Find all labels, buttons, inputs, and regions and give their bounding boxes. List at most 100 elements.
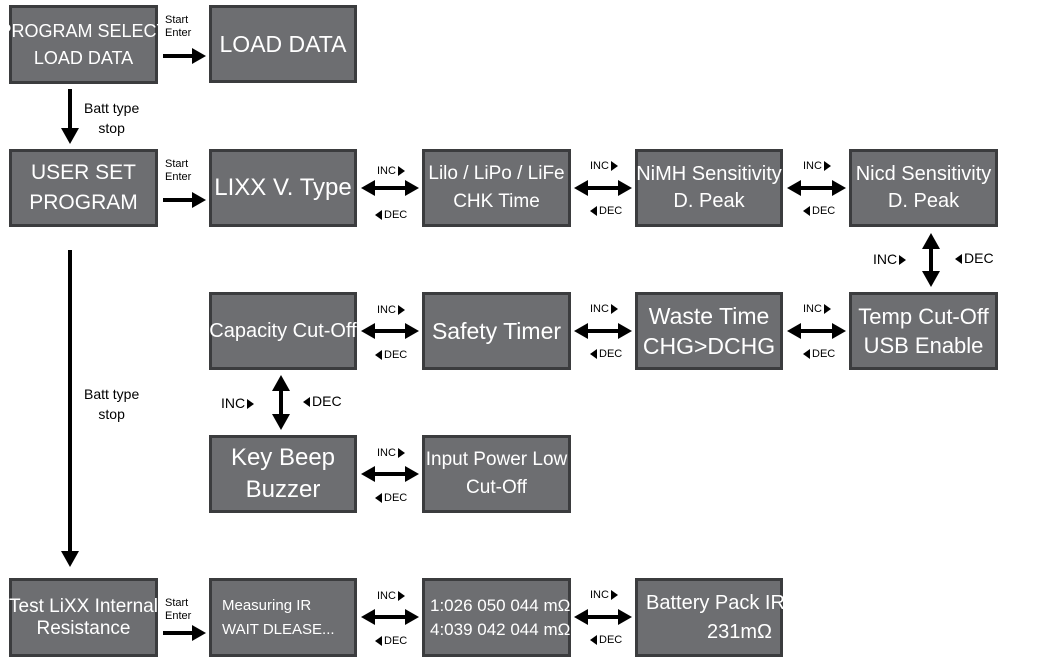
triangle-right-icon xyxy=(610,161,618,172)
user-set-program-box: USER SET PROGRAM xyxy=(9,149,158,227)
inc-label: INC xyxy=(803,160,831,172)
start-enter-label-1: Start Enter xyxy=(165,14,191,40)
inc-dec-arrow-values-battery-head-right xyxy=(618,609,632,625)
inc-label: INC xyxy=(590,160,618,172)
inc-dec-arrow-nicd-temp-head-up xyxy=(922,233,940,249)
nicd-line2: D. Peak xyxy=(887,190,960,212)
inc-dec-arrow-capacity-keybeep-head-down xyxy=(272,414,290,430)
lilo-line1: Lilo / LiPo / LiFe xyxy=(428,163,565,185)
user-set-line2: PROGRAM xyxy=(29,191,138,214)
stop-label: stop xyxy=(98,120,125,136)
program-select-line2: LOAD DATA xyxy=(33,47,134,68)
measuring-line1: Measuring IR xyxy=(222,597,312,615)
start-arrow-1-head xyxy=(192,48,206,64)
start-label: Start xyxy=(165,14,189,26)
start-enter-label-3: Start Enter xyxy=(165,597,191,623)
key-beep-line1: Key Beep xyxy=(230,444,336,472)
triangle-left-icon xyxy=(803,206,810,217)
dec-label: DEC xyxy=(375,635,407,647)
dec-label: DEC xyxy=(803,205,835,217)
ir-values-line1: 1:026 050 044 mΩ xyxy=(430,595,571,615)
enter-label: Enter xyxy=(165,27,192,39)
dec-label: DEC xyxy=(375,492,407,504)
ir-values-box: 1:026 050 044 mΩ 4:039 042 044 mΩ xyxy=(422,578,571,657)
load-data-line1: LOAD DATA xyxy=(219,30,347,57)
waste-line1: Waste Time xyxy=(648,302,770,329)
start-arrow-2-head xyxy=(192,192,206,208)
dec-label: DEC xyxy=(375,209,407,221)
batt-type-label: Batt type xyxy=(84,386,140,402)
nimh-line1: NiMH Sensitivity xyxy=(636,163,782,185)
measuring-ir-box: Measuring IR WAIT DLEASE... xyxy=(209,578,357,657)
triangle-left-icon xyxy=(590,635,597,646)
triangle-right-icon xyxy=(610,304,618,315)
temp-line1: Temp Cut-Off xyxy=(858,303,989,329)
dec-label: DEC xyxy=(590,348,622,360)
inc-label: INC xyxy=(377,304,405,316)
triangle-right-icon xyxy=(823,304,831,315)
start-label: Start xyxy=(165,158,189,170)
inc-dec-arrow-waste-temp-head-right xyxy=(832,323,846,339)
battery-pack-ir-box: Battery Pack IR 231mΩ xyxy=(635,578,785,657)
dec-label: DEC xyxy=(590,634,622,646)
key-beep-buzzer-box: Key Beep Buzzer xyxy=(209,435,357,513)
safety-timer-box: Safety Timer xyxy=(422,292,571,370)
inc-label: INC xyxy=(590,303,618,315)
triangle-left-icon xyxy=(590,349,597,360)
lilo-lipo-life-box: Lilo / LiPo / LiFe CHK Time xyxy=(422,149,571,227)
inc-dec-arrow-keybeep-input-head-right xyxy=(405,466,419,482)
input-power-line2: Cut-Off xyxy=(466,477,527,498)
enter-label: Enter xyxy=(165,171,192,183)
batt-type-stop-label-2: Batt type stop xyxy=(84,384,139,424)
inc-dec-arrow-nimh-nicd-head-right xyxy=(832,180,846,196)
temp-cut-off-box: Temp Cut-Off USB Enable xyxy=(849,292,998,370)
nicd-line1: Nicd Sensitivity xyxy=(855,163,992,185)
safety-line1: Safety Timer xyxy=(431,317,562,344)
triangle-right-icon xyxy=(397,305,405,316)
stop-label: stop xyxy=(98,406,125,422)
capacity-cut-off-box: Capacity Cut-Off xyxy=(209,292,357,370)
triangle-right-icon xyxy=(610,590,618,601)
batt-type-label: Batt type xyxy=(84,100,140,116)
triangle-left-icon xyxy=(303,397,310,408)
inc-label: INC xyxy=(377,447,405,459)
inc-label: INC xyxy=(590,589,618,601)
test-ir-line1: Test LiXX Internal xyxy=(9,595,158,617)
lilo-line2: CHK Time xyxy=(453,191,540,212)
batt-type-arrow-2-head xyxy=(61,551,79,567)
dec-label: DEC xyxy=(590,205,622,217)
key-beep-line2: Buzzer xyxy=(245,476,321,503)
start-label: Start xyxy=(165,597,189,609)
inc-dec-arrow-measuring-values-head-right xyxy=(405,609,419,625)
nimh-sensitivity-box: NiMH Sensitivity D. Peak xyxy=(635,149,783,227)
triangle-right-icon xyxy=(247,399,255,410)
triangle-left-icon xyxy=(590,206,597,217)
lixx-type-line1: LIXX V. Type xyxy=(214,174,352,202)
triangle-right-icon xyxy=(397,448,405,459)
triangle-left-icon xyxy=(955,254,962,265)
input-power-low-box: Input Power Low Cut-Off xyxy=(422,435,571,513)
inc-label: INC xyxy=(803,303,831,315)
inc-dec-arrow-values-battery-head-left xyxy=(574,609,588,625)
test-lixx-ir-box: Test LiXX Internal Resistance xyxy=(9,578,158,657)
temp-line2: USB Enable xyxy=(863,333,984,358)
triangle-left-icon xyxy=(375,350,382,361)
inc-dec-arrow-capacity-safety-head-left xyxy=(361,323,375,339)
capacity-line1: Capacity Cut-Off xyxy=(209,319,357,342)
user-set-line1: USER SET xyxy=(30,160,137,184)
batt-type-arrow-1-head xyxy=(61,128,79,144)
program-select-line1: PROGRAM SELECT xyxy=(0,20,168,41)
inc-dec-arrow-lilo-nimh-head-right xyxy=(618,180,632,196)
inc-dec-arrow-lilo-nimh-head-left xyxy=(574,180,588,196)
triangle-right-icon xyxy=(823,161,831,172)
inc-dec-arrow-capacity-keybeep-head-up xyxy=(272,375,290,391)
inc-label: INC xyxy=(377,590,405,602)
measuring-line2: WAIT DLEASE... xyxy=(222,620,335,638)
nicd-sensitivity-box: Nicd Sensitivity D. Peak xyxy=(849,149,998,227)
program-select-box: PROGRAM SELECT LOAD DATA xyxy=(0,5,168,84)
triangle-left-icon xyxy=(375,210,382,221)
inc-label: INC xyxy=(873,251,907,267)
triangle-right-icon xyxy=(397,166,405,177)
dec-label: DEC xyxy=(303,393,342,409)
batt-type-stop-label-1: Batt type stop xyxy=(84,98,139,138)
